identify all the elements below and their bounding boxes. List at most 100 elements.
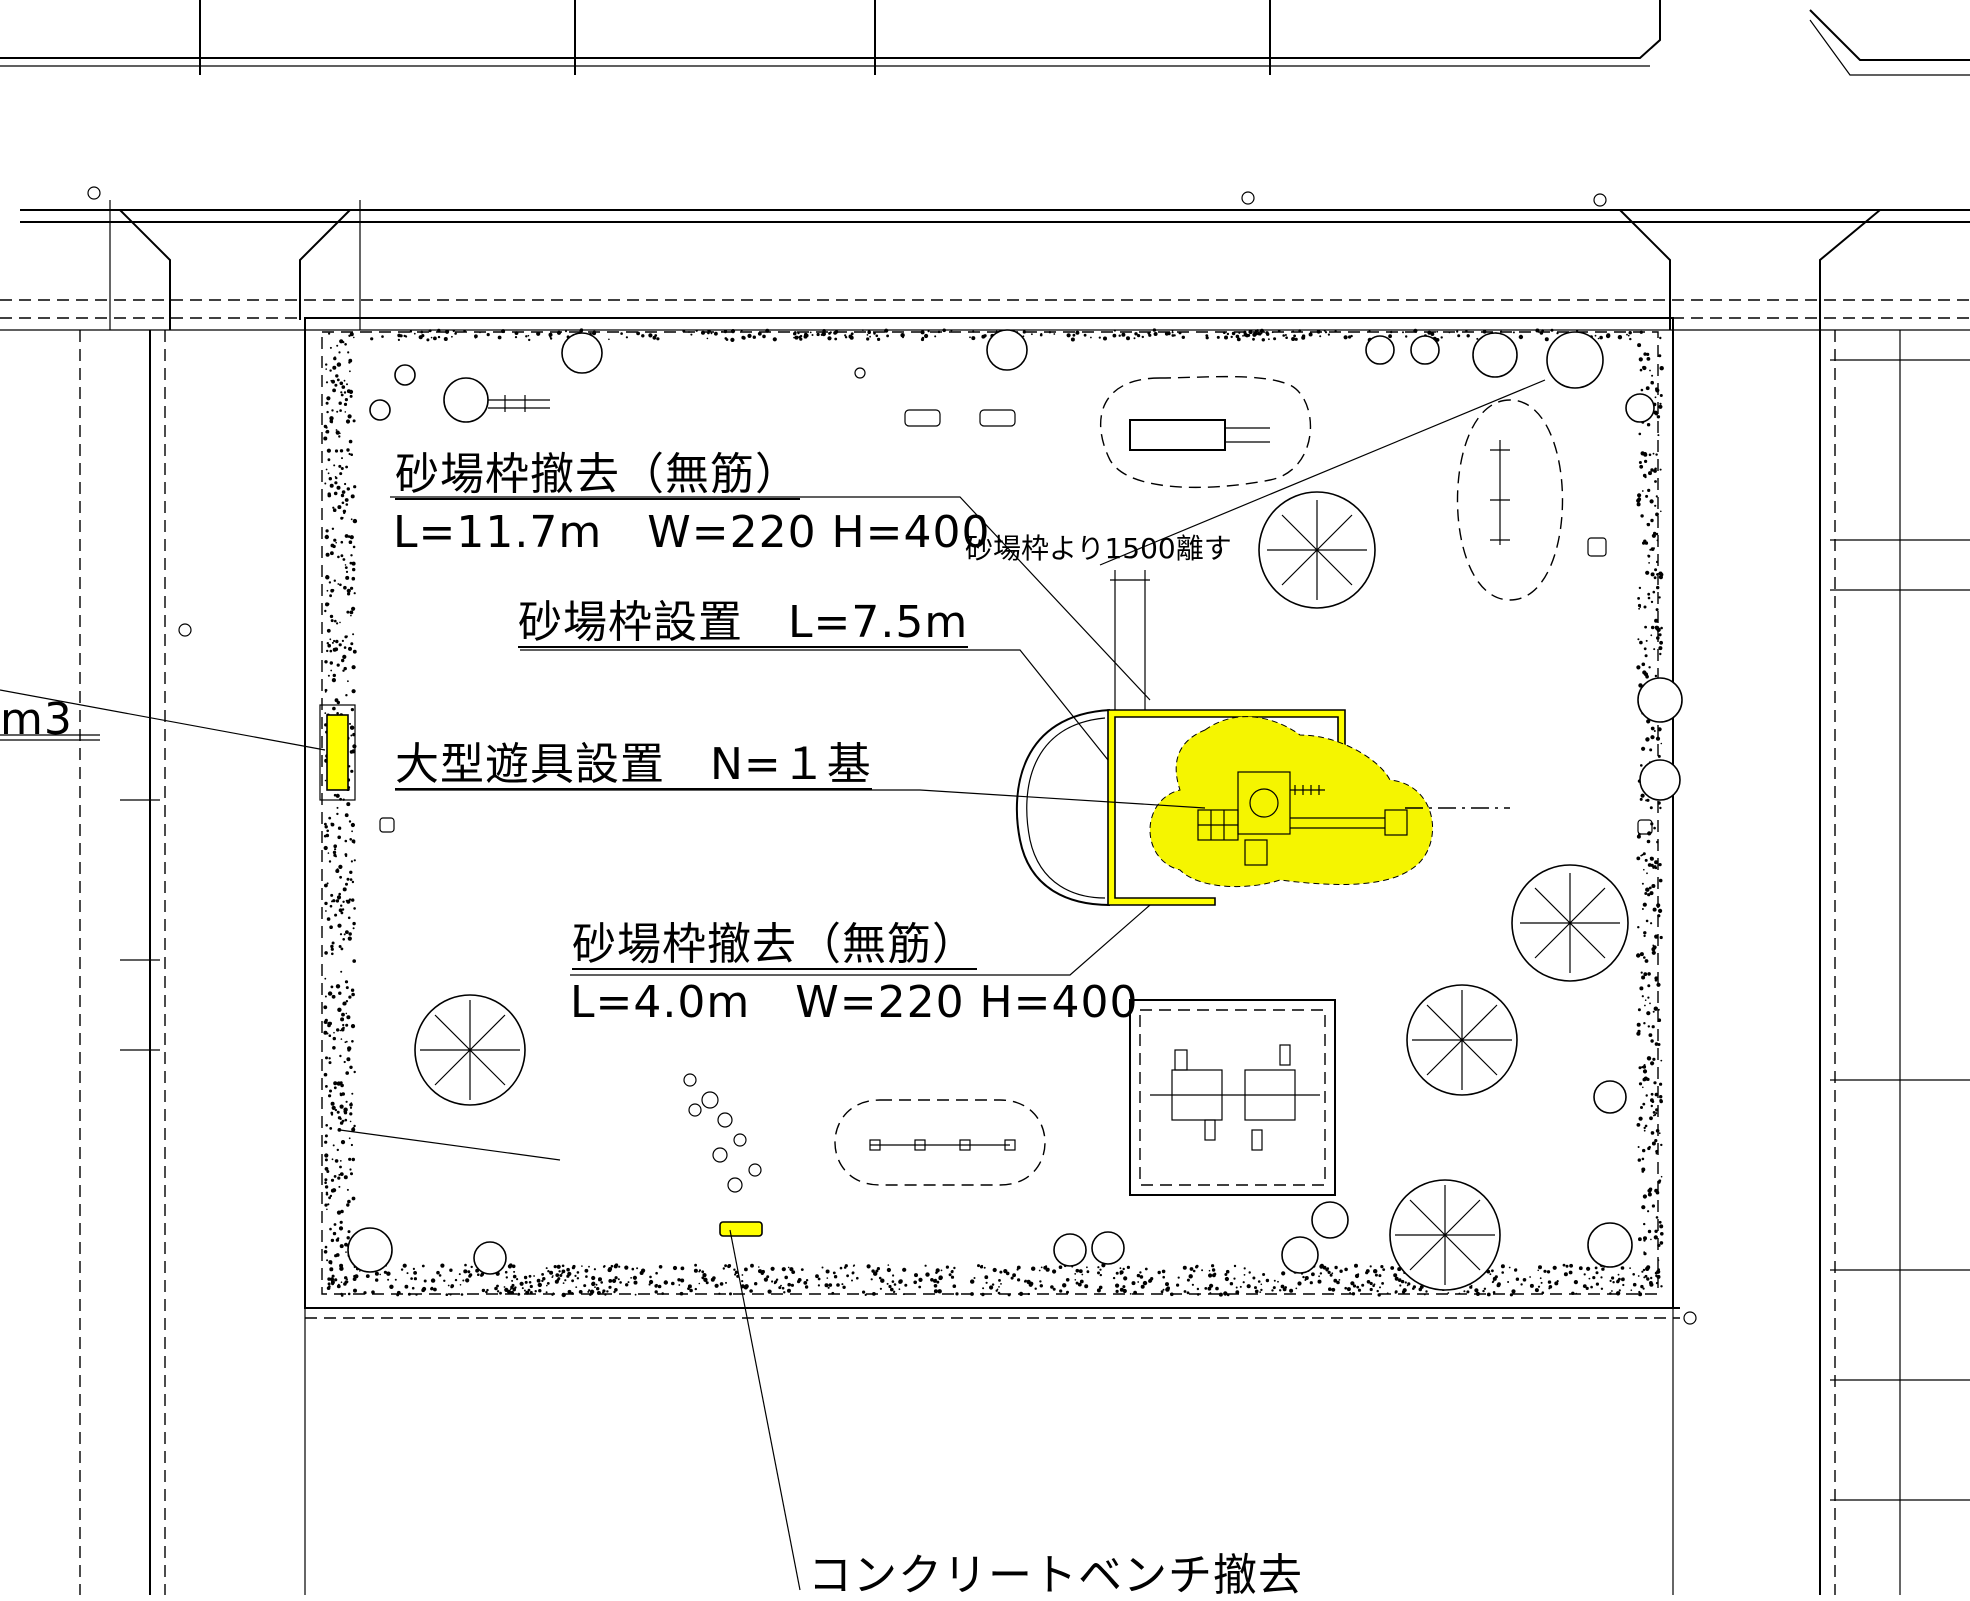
hedge-dot — [348, 439, 353, 444]
hedge-dot — [1012, 1275, 1015, 1278]
hedge-dot — [1476, 337, 1479, 340]
hedge-dot — [342, 669, 345, 672]
hedge-dot — [1657, 754, 1661, 758]
hedge-dot — [1284, 1286, 1287, 1289]
hedge-dot — [1356, 1285, 1360, 1289]
hedge-dot — [327, 1021, 332, 1026]
hedge-dot — [557, 1277, 561, 1281]
hedge-dot — [348, 1137, 351, 1140]
hedge-dot — [1242, 335, 1244, 337]
hedge-dot — [534, 1290, 537, 1293]
hedge-dot — [336, 378, 340, 382]
hedge-dot — [349, 370, 351, 373]
hedge-dot — [517, 1292, 521, 1296]
hedge-dot — [969, 336, 971, 339]
hedge-dot — [1611, 1276, 1615, 1280]
hedge-dot — [1637, 493, 1642, 498]
hedge-dot — [1642, 1268, 1646, 1272]
hedge-dot — [1653, 1081, 1657, 1085]
hedge-dot — [574, 1274, 577, 1277]
hedge-dot — [1284, 334, 1287, 336]
hedge-dot — [1334, 1265, 1338, 1270]
hedge-dot — [567, 1289, 572, 1294]
hedge-dot — [1648, 453, 1652, 457]
hedge-dot — [1280, 1284, 1285, 1289]
hedge-dot — [375, 1278, 379, 1282]
hedge-dot — [594, 1286, 596, 1288]
hedge-dot — [445, 1293, 449, 1296]
hedge-dot — [1655, 495, 1658, 498]
hedge-dot — [1003, 1269, 1008, 1274]
hedge-dot — [351, 992, 355, 997]
hedge-dot — [324, 977, 327, 980]
hedge-dot — [336, 1210, 342, 1215]
hedge-dot — [1644, 625, 1647, 629]
hedge-dot — [714, 331, 718, 336]
hedge-dot — [925, 1272, 930, 1277]
leader-lines — [0, 379, 1546, 1591]
hedge-dot — [1645, 494, 1649, 498]
hedge-dot — [1636, 953, 1641, 958]
hedge-dot — [1656, 561, 1658, 563]
hedge-dot — [353, 485, 357, 489]
hedge-dot — [1641, 1205, 1646, 1210]
hedge-dot — [1077, 1282, 1082, 1287]
hedge-dot — [1645, 639, 1648, 642]
hedge-dot — [1380, 1265, 1384, 1269]
hedge-dot — [1645, 1094, 1648, 1097]
hedge-dot — [1597, 337, 1600, 340]
hedge-dot — [1643, 934, 1646, 938]
hedge-dot — [346, 1188, 349, 1191]
hedge-dot — [1575, 1292, 1578, 1295]
hedge-dot — [867, 330, 871, 335]
hedge-dot — [1520, 1283, 1523, 1286]
hedge-dot — [1262, 1273, 1266, 1276]
hedge-dot — [1282, 334, 1285, 337]
hedge-dot — [549, 337, 553, 340]
hedge-dot — [1650, 572, 1655, 577]
hedge-dot — [345, 465, 348, 469]
hedge-dot — [687, 1287, 690, 1290]
hedge-dot — [1260, 1288, 1263, 1292]
hedge-dot — [619, 1281, 622, 1284]
hedge-dot — [758, 1269, 762, 1274]
hedge-dot — [333, 1175, 337, 1178]
hedge-dot — [339, 583, 342, 587]
hedge-dot — [914, 1273, 918, 1278]
hedge-dot — [1653, 1235, 1658, 1240]
hedge-dot — [772, 337, 777, 342]
hedge-dot — [1618, 1277, 1621, 1281]
hedge-dot — [1160, 1290, 1164, 1294]
hedge-dot — [979, 1265, 984, 1269]
hedge-dot — [1144, 1267, 1148, 1271]
hedge-dot — [1298, 329, 1302, 333]
hedge-dot — [1595, 1282, 1599, 1286]
hedge-dot — [346, 588, 351, 593]
hedge-dot — [1648, 886, 1652, 890]
hedge-dot — [1053, 333, 1056, 335]
hedge-dot — [326, 1170, 330, 1173]
hedge-dot — [1652, 590, 1656, 594]
hedge-dot — [749, 1289, 753, 1293]
hedge-dot — [1595, 1271, 1599, 1275]
hedge-dot — [523, 1275, 528, 1280]
hedge-dot — [327, 458, 331, 462]
hedge-dot — [625, 336, 629, 339]
hedge-dot — [326, 448, 331, 453]
hedge-dot — [510, 1285, 514, 1290]
hedge-dot — [323, 1250, 328, 1254]
hedge-dot — [1660, 626, 1663, 630]
hedge-dot — [344, 1118, 348, 1122]
hedge-dot — [1381, 1282, 1384, 1285]
hedge-dot — [325, 430, 328, 434]
hedge-dot — [1659, 366, 1664, 371]
hedge-dot — [1646, 1277, 1650, 1281]
hedge-dot — [1658, 1179, 1662, 1183]
hedge-dot — [827, 1286, 830, 1289]
hedge-dot — [1645, 570, 1650, 575]
hedge-dot — [701, 330, 705, 335]
misc-symbols — [87, 186, 1697, 1325]
hedge-dot — [440, 1263, 445, 1268]
hedge-dot — [352, 959, 357, 963]
stepping-stones — [683, 1073, 762, 1193]
